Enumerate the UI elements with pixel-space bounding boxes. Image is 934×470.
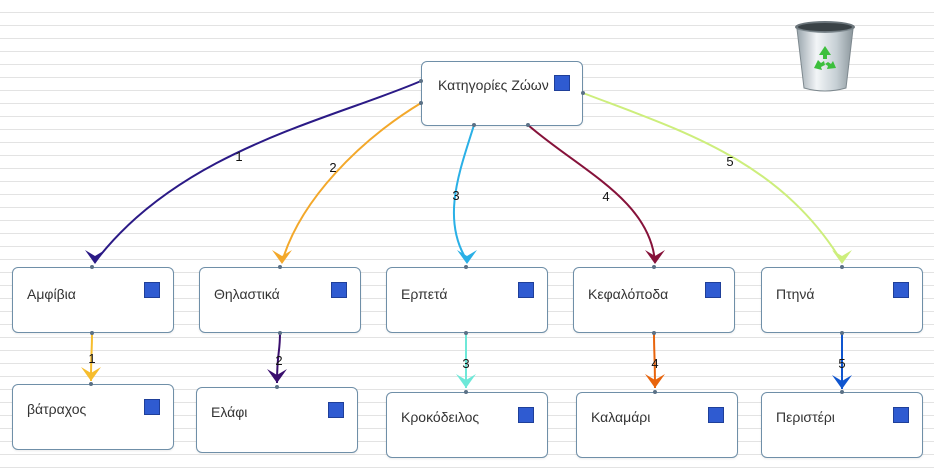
recycle-symbol-icon bbox=[814, 46, 836, 70]
edges-layer bbox=[81, 80, 852, 389]
node-leaf-3-label: Κροκόδειλος bbox=[401, 409, 480, 425]
node-leaf-4[interactable]: Καλαμάρι bbox=[576, 392, 738, 458]
leaf-1-top-port bbox=[89, 382, 93, 386]
node-category-5-button[interactable] bbox=[893, 282, 909, 298]
node-category-4-button[interactable] bbox=[705, 282, 721, 298]
leaf-3-top-port bbox=[464, 390, 468, 394]
category-2-top-port bbox=[278, 265, 282, 269]
edge-label-category-1-to-leaf: 1 bbox=[88, 351, 95, 366]
root-port-5 bbox=[581, 91, 585, 95]
node-leaf-2[interactable]: Ελάφι bbox=[196, 387, 358, 453]
node-leaf-2-label: Ελάφι bbox=[211, 404, 248, 420]
arrowhead-leaf-3 bbox=[456, 374, 476, 388]
node-category-3-button[interactable] bbox=[518, 282, 534, 298]
leaf-5-top-port bbox=[840, 390, 844, 394]
arrowhead-category-3 bbox=[457, 250, 477, 264]
node-category-3[interactable]: Ερπετά bbox=[386, 267, 548, 333]
node-category-1[interactable]: Αμφίβια bbox=[12, 267, 174, 333]
arrowhead-leaf-4 bbox=[645, 374, 665, 388]
root-port-2 bbox=[419, 101, 423, 105]
category-1-bottom-port bbox=[90, 331, 94, 335]
node-leaf-1[interactable]: βάτραχος bbox=[12, 384, 174, 450]
node-category-1-label: Αμφίβια bbox=[27, 286, 76, 302]
node-root-button[interactable] bbox=[554, 75, 570, 91]
edge-root-to-category-2 bbox=[281, 102, 422, 263]
edge-label-root-to-category-4: 4 bbox=[602, 189, 609, 204]
node-root[interactable]: Κατηγορίες Ζώων bbox=[421, 61, 583, 126]
root-port-4 bbox=[526, 123, 530, 127]
node-category-5-label: Πτηνά bbox=[776, 286, 815, 302]
arrowhead-leaf-1 bbox=[81, 367, 101, 381]
node-category-4-label: Κεφαλόποδα bbox=[588, 286, 669, 302]
category-5-bottom-port bbox=[840, 331, 844, 335]
edge-label-root-to-category-1: 1 bbox=[235, 149, 242, 164]
category-3-top-port bbox=[464, 265, 468, 269]
leaf-4-top-port bbox=[653, 390, 657, 394]
edge-label-root-to-category-5: 5 bbox=[726, 154, 733, 169]
category-5-top-port bbox=[840, 265, 844, 269]
edge-root-to-category-4 bbox=[527, 124, 656, 263]
node-category-2-button[interactable] bbox=[331, 282, 347, 298]
edge-labels-layer: 1 2 3 4 5 1 2 3 4 5 bbox=[88, 149, 845, 371]
category-1-top-port bbox=[90, 265, 94, 269]
node-category-5[interactable]: Πτηνά bbox=[761, 267, 923, 333]
node-category-4[interactable]: Κεφαλόποδα bbox=[573, 267, 735, 333]
node-leaf-5-label: Περιστέρι bbox=[776, 409, 835, 425]
edge-label-root-to-category-3: 3 bbox=[452, 188, 459, 203]
edge-root-to-category-3 bbox=[452, 124, 475, 263]
arrowhead-category-4 bbox=[645, 250, 665, 264]
category-4-bottom-port bbox=[652, 331, 656, 335]
node-leaf-4-button[interactable] bbox=[708, 407, 724, 423]
recycle-bin-icon[interactable] bbox=[792, 18, 858, 94]
arrowhead-leaf-2 bbox=[267, 369, 287, 383]
arrowhead-category-2 bbox=[272, 250, 292, 264]
edge-root-to-category-5 bbox=[582, 92, 843, 263]
node-leaf-1-label: βάτραχος bbox=[27, 401, 87, 417]
edge-label-category-2-to-leaf: 2 bbox=[275, 353, 282, 368]
node-leaf-3[interactable]: Κροκόδειλος bbox=[386, 392, 548, 458]
arrowhead-category-1 bbox=[85, 250, 105, 264]
node-category-3-label: Ερπετά bbox=[401, 286, 448, 302]
node-leaf-5-button[interactable] bbox=[893, 407, 909, 423]
node-root-label: Κατηγορίες Ζώων bbox=[438, 77, 549, 93]
edge-label-category-5-to-leaf: 5 bbox=[838, 356, 845, 371]
node-category-1-button[interactable] bbox=[144, 282, 160, 298]
arrowhead-category-5 bbox=[832, 250, 852, 264]
node-leaf-3-button[interactable] bbox=[518, 407, 534, 423]
edge-label-root-to-category-2: 2 bbox=[329, 160, 336, 175]
edge-root-to-category-1 bbox=[94, 80, 422, 263]
category-2-bottom-port bbox=[278, 331, 282, 335]
edge-label-category-3-to-leaf: 3 bbox=[462, 356, 469, 371]
node-leaf-5[interactable]: Περιστέρι bbox=[761, 392, 923, 458]
node-leaf-4-label: Καλαμάρι bbox=[591, 409, 651, 425]
leaf-2-top-port bbox=[275, 385, 279, 389]
category-3-bottom-port bbox=[464, 331, 468, 335]
root-port-1 bbox=[419, 79, 423, 83]
node-category-2[interactable]: Θηλαστικά bbox=[199, 267, 361, 333]
arrowhead-leaf-5 bbox=[832, 375, 852, 389]
category-4-top-port bbox=[652, 265, 656, 269]
edge-label-category-4-to-leaf: 4 bbox=[651, 356, 658, 371]
node-leaf-1-button[interactable] bbox=[144, 399, 160, 415]
node-category-2-label: Θηλαστικά bbox=[214, 286, 280, 302]
node-leaf-2-button[interactable] bbox=[328, 402, 344, 418]
root-port-3 bbox=[472, 123, 476, 127]
